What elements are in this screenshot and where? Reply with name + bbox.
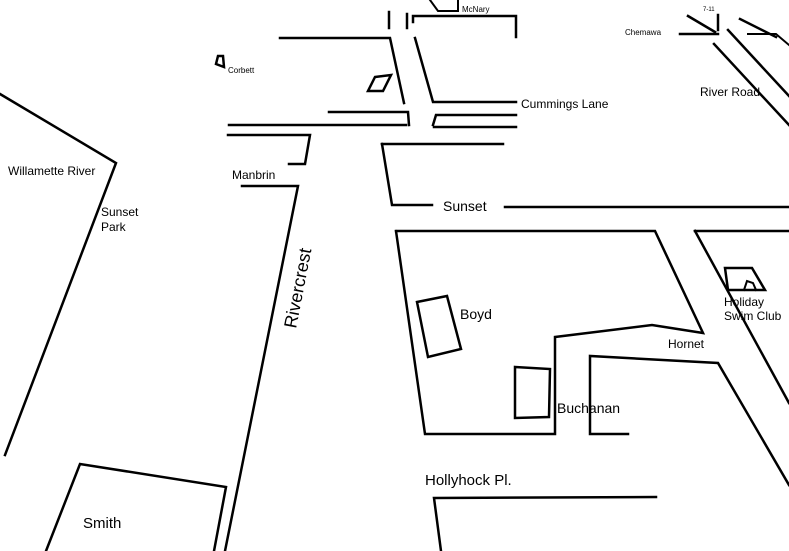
mcnary-roads	[387, 0, 518, 39]
label-sunset: Sunset	[443, 198, 487, 214]
smith-block	[44, 462, 228, 551]
label-smith: Smith	[83, 515, 121, 532]
holiday-swim-club	[693, 229, 789, 405]
label-holiday-1: Holiday	[724, 295, 764, 309]
sunset-road	[380, 142, 789, 209]
label-sunset-park-1: Sunset	[101, 205, 139, 219]
label-buchanan: Buchanan	[557, 400, 620, 416]
boyd-building	[415, 294, 463, 359]
building-near-cummings	[365, 73, 394, 93]
label-manbrin: Manbrin	[232, 168, 275, 182]
label-boyd: Boyd	[460, 306, 492, 322]
label-mcnary: McNary	[462, 5, 490, 14]
label-hollyhock: Hollyhock Pl.	[425, 472, 512, 489]
label-sunset-park-2: Park	[101, 220, 127, 234]
corbett-building	[214, 54, 226, 69]
rivercrest-road	[223, 133, 312, 551]
label-hornet: Hornet	[668, 337, 705, 351]
label-rivercrest: Rivercrest	[280, 246, 315, 329]
label-river-road: River Road	[700, 85, 760, 99]
chemawa-river-road	[678, 13, 789, 127]
school-block	[394, 229, 789, 487]
willamette-riverbank	[0, 92, 118, 457]
label-chemawa: Chemawa	[625, 28, 662, 37]
label-holiday-2: Swim Club	[724, 309, 782, 323]
buchanan-building	[513, 365, 552, 420]
label-seven-eleven: 7-11	[703, 7, 715, 13]
hollyhock-road	[432, 495, 658, 551]
label-corbett: Corbett	[228, 66, 255, 75]
label-willamette-river: Willamette River	[8, 164, 95, 178]
label-cummings-lane: Cummings Lane	[521, 97, 609, 111]
cummings-intersection-roads	[227, 36, 518, 129]
